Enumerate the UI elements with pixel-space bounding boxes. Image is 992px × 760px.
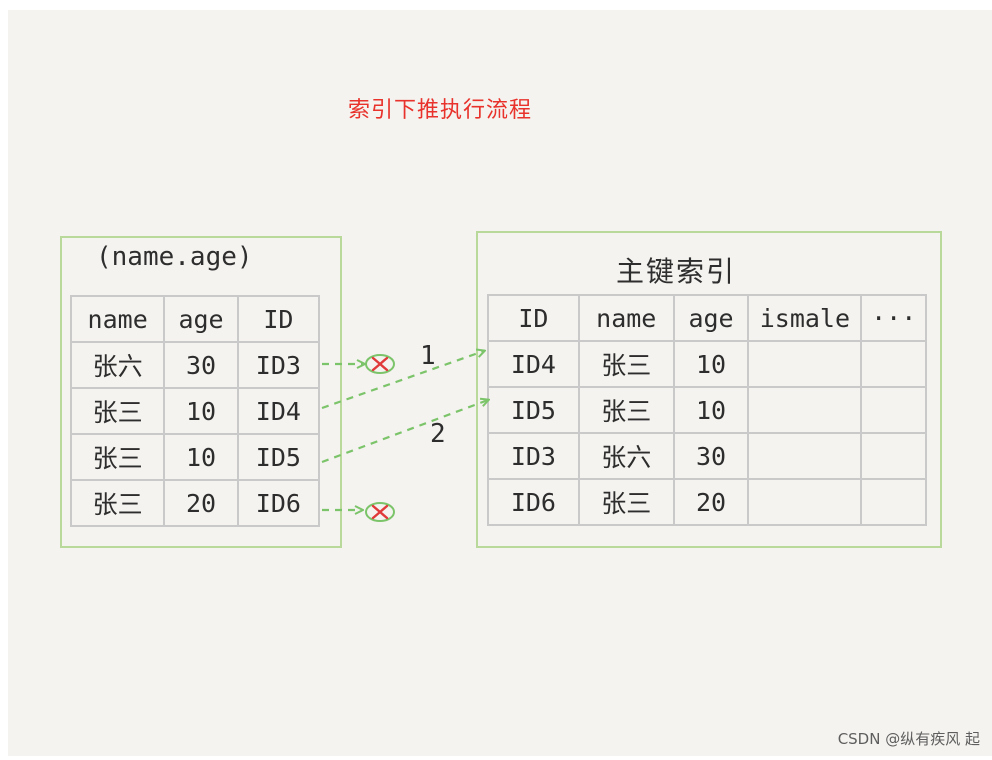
table-cell: ID6 bbox=[487, 478, 580, 526]
table-row: ID4 张三 10 bbox=[487, 340, 927, 388]
table-cell: 张三 bbox=[577, 478, 675, 526]
table-cell: 张六 bbox=[577, 432, 675, 480]
table-row: 张六 30 ID3 bbox=[69, 341, 321, 389]
table-cell bbox=[747, 432, 863, 480]
table-cell: 10 bbox=[163, 433, 239, 481]
table-cell: 张三 bbox=[577, 340, 675, 388]
table-cell: 20 bbox=[163, 479, 239, 527]
table-cell bbox=[860, 478, 927, 526]
table-cell bbox=[747, 386, 863, 434]
diagram-title: 索引下推执行流程 bbox=[347, 98, 532, 123]
table-cell: ID5 bbox=[236, 433, 321, 481]
table-cell: 20 bbox=[672, 478, 750, 526]
primary-header-cell: ismale bbox=[747, 294, 863, 342]
secondary-index-box bbox=[60, 236, 342, 548]
table-row: ID3 张六 30 bbox=[487, 432, 927, 480]
arrow-label-1: 1 bbox=[420, 341, 436, 371]
table-row: ID6 张三 20 bbox=[487, 478, 927, 526]
table-cell: ID3 bbox=[236, 341, 321, 389]
lookup-arrow-1 bbox=[321, 351, 484, 410]
table-cell bbox=[860, 432, 927, 480]
table-cell: 30 bbox=[163, 341, 239, 389]
table-row: 张三 10 ID5 bbox=[69, 433, 321, 481]
secondary-header-cell: name bbox=[69, 295, 166, 343]
table-cell: 10 bbox=[672, 340, 750, 388]
table-cell: ID4 bbox=[487, 340, 580, 388]
table-cell bbox=[860, 340, 927, 388]
primary-index-box bbox=[476, 231, 942, 548]
table-cell: 10 bbox=[163, 387, 239, 435]
primary-index-label: 主键索引 bbox=[616, 255, 737, 288]
secondary-header-cell: age bbox=[163, 295, 239, 343]
table-cell: ID6 bbox=[236, 479, 321, 527]
table-cell: 张三 bbox=[69, 479, 166, 527]
secondary-index-label: (name.age) bbox=[96, 242, 253, 272]
table-cell: 30 bbox=[672, 432, 750, 480]
reject-mark-icon bbox=[365, 354, 395, 374]
table-cell: 张三 bbox=[69, 433, 166, 481]
watermark: CSDN @纵有疾风 起 bbox=[837, 730, 980, 748]
table-row: 张三 10 ID4 bbox=[69, 387, 321, 435]
primary-header-cell: name bbox=[577, 294, 675, 342]
primary-header-cell: age bbox=[672, 294, 750, 342]
reject-mark-icon bbox=[365, 502, 395, 522]
primary-header-row: ID name age ismale ··· bbox=[487, 294, 927, 342]
table-cell bbox=[860, 386, 927, 434]
table-cell: 10 bbox=[672, 386, 750, 434]
table-row: 张三 20 ID6 bbox=[69, 479, 321, 527]
secondary-index-table: name age ID 张六 30 ID3 张三 10 ID4 张三 10 ID… bbox=[69, 295, 321, 527]
table-cell: ID4 bbox=[236, 387, 321, 435]
secondary-header-cell: ID bbox=[236, 295, 321, 343]
primary-header-cell: ID bbox=[487, 294, 580, 342]
table-cell bbox=[747, 340, 863, 388]
table-cell: 张三 bbox=[577, 386, 675, 434]
table-cell: ID3 bbox=[487, 432, 580, 480]
table-cell: ID5 bbox=[487, 386, 580, 434]
table-row: ID5 张三 10 bbox=[487, 386, 927, 434]
table-cell bbox=[747, 478, 863, 526]
table-cell: 张三 bbox=[69, 387, 166, 435]
arrow-label-2: 2 bbox=[430, 419, 446, 449]
table-cell: 张六 bbox=[69, 341, 166, 389]
lookup-arrow-2 bbox=[321, 400, 488, 464]
secondary-header-row: name age ID bbox=[69, 295, 321, 343]
primary-header-cell: ··· bbox=[860, 294, 927, 342]
primary-index-table: ID name age ismale ··· ID4 张三 10 ID5 张三 … bbox=[487, 294, 927, 526]
